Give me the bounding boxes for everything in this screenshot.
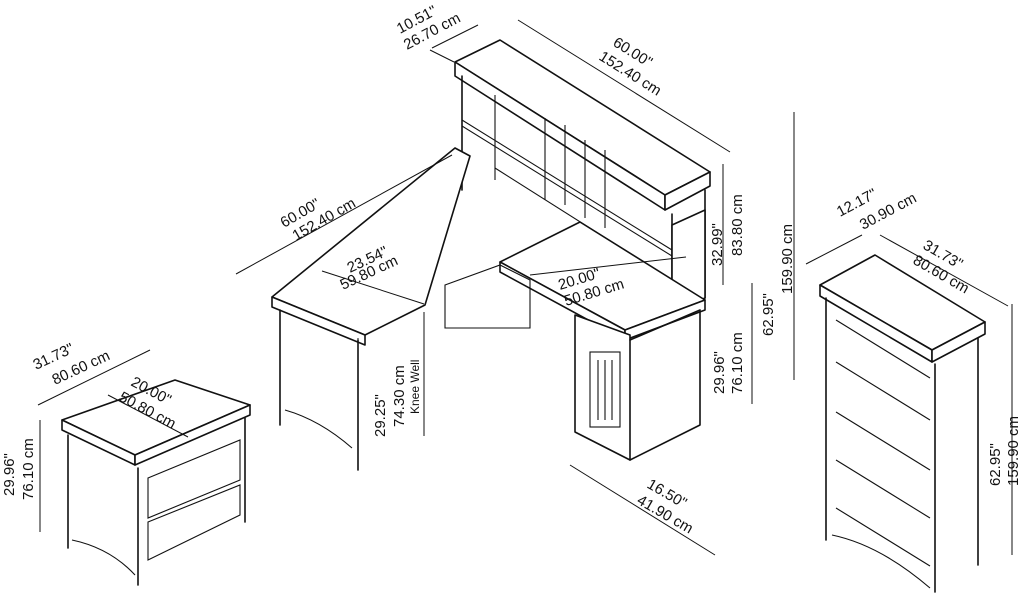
cabinet-height-cm-label: 76.10 cm (20, 438, 37, 500)
knee-height-cm-label: 74.30 cm (391, 365, 408, 427)
hutch-height-cm-label: 83.80 cm (729, 194, 746, 256)
hutch-height-in-label: 32.99" (709, 223, 726, 266)
knee-well-label: Knee Well (408, 360, 422, 414)
knee-height-in-label: 29.25" (372, 394, 389, 437)
bookcase-height-cm-label: 159.90 cm (1005, 416, 1022, 486)
desk-height-in-label: 29.96" (711, 351, 728, 394)
desk-drawing (271, 147, 706, 471)
dimension-lines (37, 19, 1013, 556)
desk-height-cm-label: 76.10 cm (729, 332, 746, 394)
bookcase-drawing (819, 254, 986, 593)
bookcase-height-in-label: 62.95" (987, 443, 1004, 486)
total-height-cm-label: 159.90 cm (779, 224, 796, 294)
cabinet-height-in-label: 29.96" (1, 453, 18, 496)
total-height-in-label: 62.95" (760, 293, 777, 336)
file-cabinet-drawing (61, 379, 251, 586)
